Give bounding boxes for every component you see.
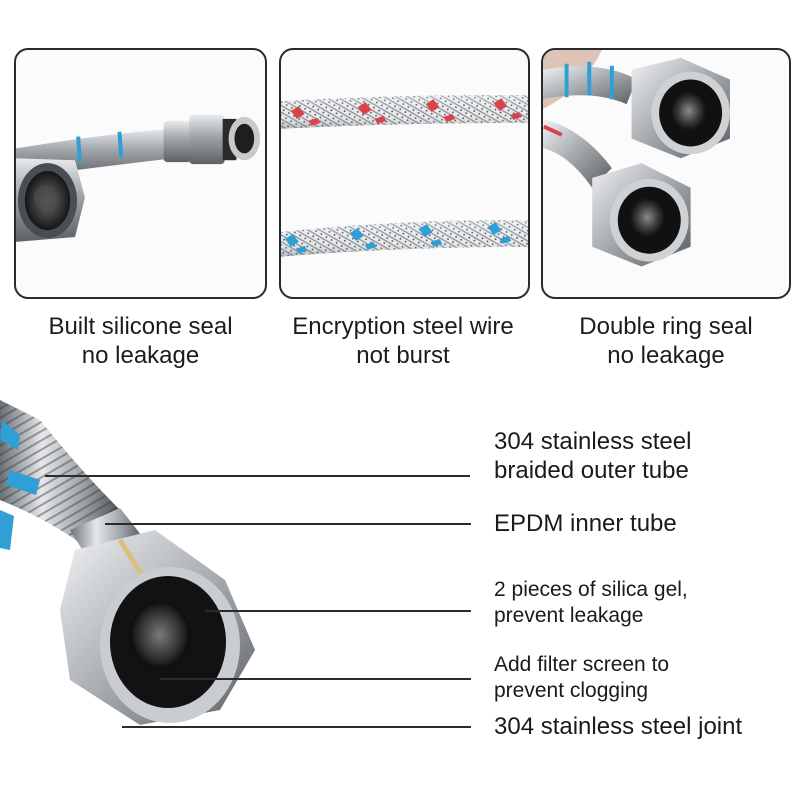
feature-image-steel-wire bbox=[279, 48, 530, 299]
caption-line1: Built silicone seal bbox=[48, 313, 233, 340]
caption-line2: no leakage bbox=[607, 342, 725, 369]
callout-line2: braided outer tube bbox=[494, 457, 689, 484]
callout-filter-screen: Add filter screen to prevent clogging bbox=[494, 652, 669, 704]
callout-line2: prevent clogging bbox=[494, 679, 649, 702]
leader-line-inner-tube bbox=[105, 523, 471, 525]
feature-image-silicone-seal bbox=[14, 48, 267, 299]
feature-caption-double-ring: Double ring seal no leakage bbox=[541, 312, 791, 370]
callout-line1: EPDM inner tube bbox=[494, 510, 677, 537]
leader-line-filter-screen bbox=[160, 678, 471, 680]
caption-line1: Encryption steel wire bbox=[292, 313, 514, 340]
feature-image-double-ring bbox=[541, 48, 791, 299]
feature-caption-silicone-seal: Built silicone seal no leakage bbox=[14, 312, 267, 370]
hose-anatomy-diagram: 304 stainless steel braided outer tube E… bbox=[0, 380, 800, 800]
leader-line-joint bbox=[122, 726, 471, 728]
callout-inner-tube: EPDM inner tube bbox=[494, 509, 677, 538]
caption-line2: no leakage bbox=[81, 342, 200, 369]
callout-silica-gel: 2 pieces of silica gel, prevent leakage bbox=[494, 577, 688, 629]
leader-line-outer-tube bbox=[45, 475, 470, 477]
braided-hose-illustration bbox=[281, 95, 528, 257]
hose-closeup-illustration bbox=[0, 400, 255, 725]
callout-line1: 2 pieces of silica gel, bbox=[494, 578, 688, 601]
callout-line1: Add filter screen to bbox=[494, 653, 670, 676]
callout-joint: 304 stainless steel joint bbox=[494, 712, 742, 741]
caption-line1: Double ring seal bbox=[579, 313, 753, 340]
callout-line1: 304 stainless steel bbox=[494, 428, 692, 455]
leader-line-silica-gel bbox=[205, 610, 471, 612]
feature-caption-steel-wire: Encryption steel wire not burst bbox=[258, 312, 548, 370]
callout-line2: prevent leakage bbox=[494, 604, 644, 627]
caption-line2: not burst bbox=[356, 342, 450, 369]
hose-connector-illustration bbox=[16, 114, 261, 242]
callout-line1: 304 stainless steel joint bbox=[494, 713, 743, 740]
female-connectors-illustration bbox=[543, 50, 730, 267]
callout-outer-tube: 304 stainless steel braided outer tube bbox=[494, 427, 691, 485]
